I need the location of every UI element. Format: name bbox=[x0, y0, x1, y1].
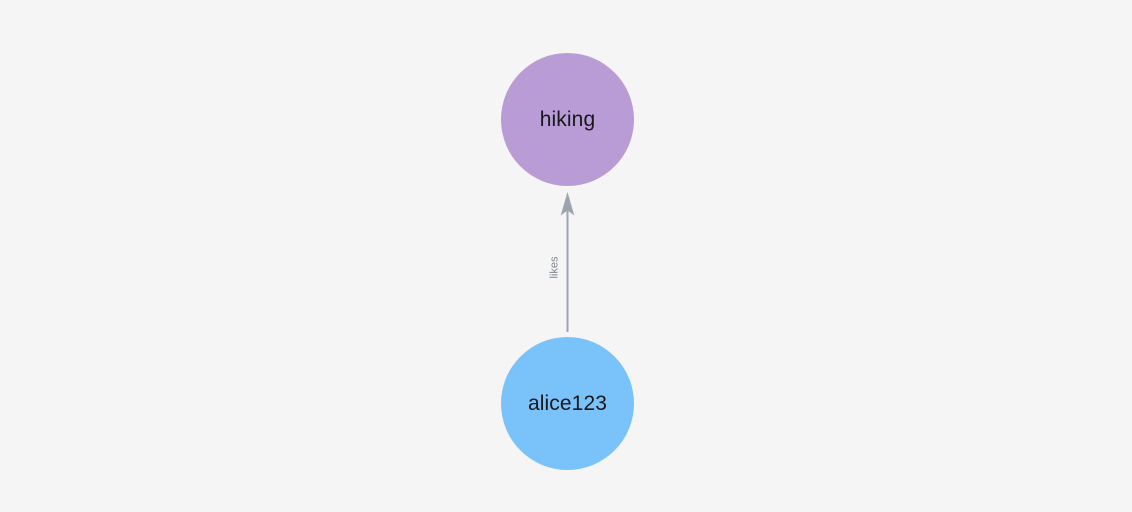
node-label-hiking: hiking bbox=[539, 108, 596, 131]
node-label-alice123: alice123 bbox=[527, 392, 608, 415]
edge-alice123-likes-hiking[interactable] bbox=[560, 192, 575, 332]
graph-node-hiking[interactable]: hiking bbox=[501, 53, 634, 186]
graph-node-alice123[interactable]: alice123 bbox=[501, 337, 634, 470]
edge-label-likes: likes bbox=[548, 256, 561, 279]
edge-arrowhead-icon bbox=[560, 192, 575, 216]
